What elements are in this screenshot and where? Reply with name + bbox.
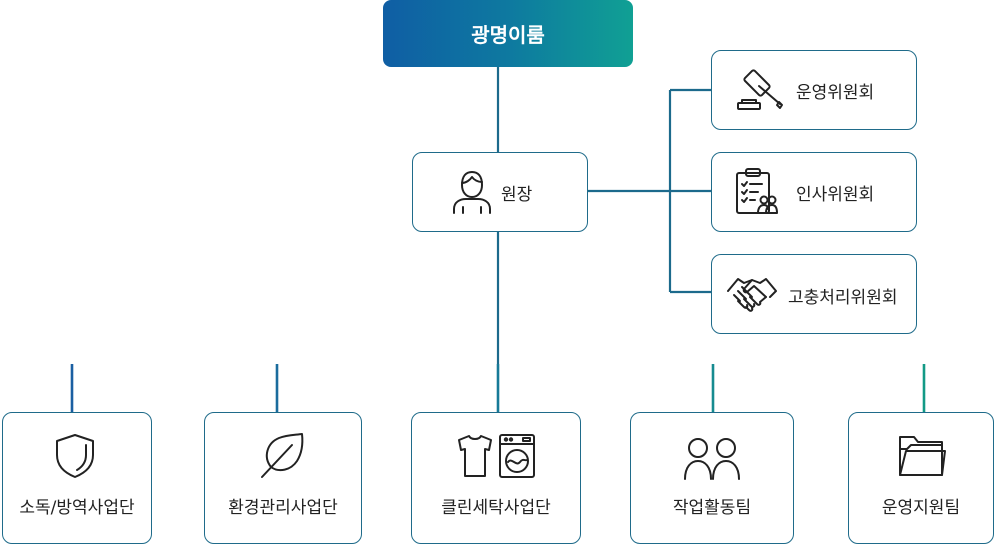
department-label: 작업활동팀 [672,498,752,518]
gavel-icon [734,67,786,113]
org-title-box: 광명이룸 [383,0,633,67]
department-box-laundry: 클린세탁사업단 [411,412,581,544]
shield-icon [53,433,97,479]
org-title: 광명이룸 [471,23,545,47]
committee-box-operations: 운영위원회 [711,50,917,130]
folder-icon [897,433,947,479]
department-box-environment: 환경관리사업단 [204,412,362,544]
committee-box-personnel: 인사위원회 [711,152,917,232]
department-box-disinfection: 소독/방역사업단 [2,412,152,544]
person-icon [451,169,493,215]
committee-label: 인사위원회 [796,185,875,205]
department-label: 운영지원팀 [881,498,961,518]
director-box: 원장 [412,152,588,232]
people-icon [683,437,743,481]
committee-label: 운영위원회 [796,83,875,103]
handshake-icon [726,273,778,315]
leaf-icon [259,431,307,479]
laundry-icon [456,433,540,479]
department-label: 환경관리사업단 [228,498,338,518]
department-label: 소독/방역사업단 [19,498,135,518]
clipboard-people-icon [734,167,778,217]
department-label: 클린세탁사업단 [441,498,551,518]
committee-box-grievance: 고충처리위원회 [711,254,917,334]
department-box-operations-support: 운영지원팀 [848,412,994,544]
committee-label: 고충처리위원회 [788,288,898,308]
department-box-work-activity: 작업활동팀 [630,412,794,544]
director-label: 원장 [501,185,533,205]
